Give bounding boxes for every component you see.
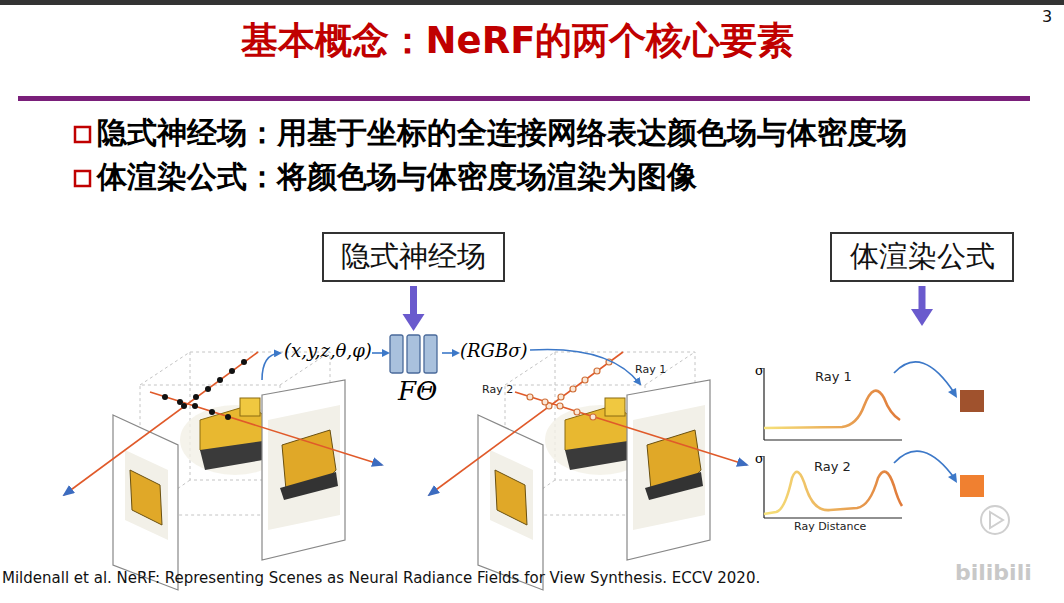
- network-layer: [390, 335, 403, 373]
- scene-middle: [429, 352, 747, 590]
- arrowhead: [403, 314, 425, 331]
- concept-box: 隐式神经场: [322, 232, 505, 282]
- arrowhead: [911, 309, 933, 326]
- node-text: 隐式神经场: [341, 240, 486, 273]
- input-label: (x,y,z,θ,φ): [284, 341, 372, 362]
- ray-label: Ray 1: [635, 364, 666, 377]
- plot-axis: [764, 439, 902, 440]
- render-arrow: [894, 362, 955, 394]
- bullet-square: [75, 171, 90, 186]
- density-curve: [764, 472, 902, 514]
- scene-left: [64, 352, 382, 590]
- input-arrow: [262, 353, 280, 380]
- node-text: Ray Distance: [794, 521, 866, 534]
- density-plot: σRay 2 Ray Distance: [752, 448, 992, 540]
- render-arrow: [894, 451, 955, 479]
- node-graphic: [752, 328, 992, 443]
- node-text: 体渲染公式: [850, 240, 995, 273]
- output-arrow: [442, 352, 458, 354]
- node-text: Ray 2: [814, 460, 851, 475]
- ray-label: Ray 2: [482, 384, 513, 397]
- sample-points: [162, 359, 247, 420]
- sample-points: [527, 359, 612, 420]
- flow-arrow: [919, 286, 926, 311]
- density-curve: [764, 391, 900, 428]
- network-layer: [424, 335, 437, 373]
- watermark-icon: [990, 512, 1003, 528]
- concept-box: 体渲染公式: [830, 232, 1014, 282]
- flow-arrow: [410, 286, 417, 316]
- node-text: σ: [755, 452, 764, 467]
- mlp-network: FΘ: [388, 333, 440, 413]
- pixel-color: [960, 475, 984, 497]
- pixel-color: [960, 390, 984, 412]
- title-rule: [18, 96, 1030, 101]
- node-text: Ray 1: [815, 370, 852, 385]
- render-arrowhead: [948, 388, 957, 398]
- watermark: bilibili: [955, 560, 1032, 585]
- plot-axis: [764, 517, 902, 518]
- network-layer: [407, 335, 420, 373]
- top-bar: [0, 0, 1064, 5]
- node-text: FΘ: [398, 377, 437, 407]
- page-number: 3: [1042, 8, 1052, 26]
- density-plot: σ Ray 1: [752, 328, 992, 443]
- citation: Mildenall et al. NeRF: Representing Scen…: [2, 570, 760, 587]
- slide-title: 基本概念：NeRF的两个核心要素: [0, 20, 1035, 63]
- bullet-text: 隐式神经场：用基于坐标的全连接网络表达颜色场与体密度场: [97, 116, 907, 151]
- output-arrow: [530, 349, 640, 384]
- output-label: (RGBσ): [460, 341, 528, 362]
- node-text: σ: [755, 364, 764, 379]
- node-graphic: [752, 448, 992, 540]
- bullet-square: [75, 127, 90, 142]
- watermark-icon: [981, 506, 1009, 534]
- bullet-text: 体渲染公式：将颜色场与体密度场渲染为图像: [97, 160, 697, 195]
- render-arrowhead: [948, 473, 957, 483]
- input-arrow: [372, 352, 388, 354]
